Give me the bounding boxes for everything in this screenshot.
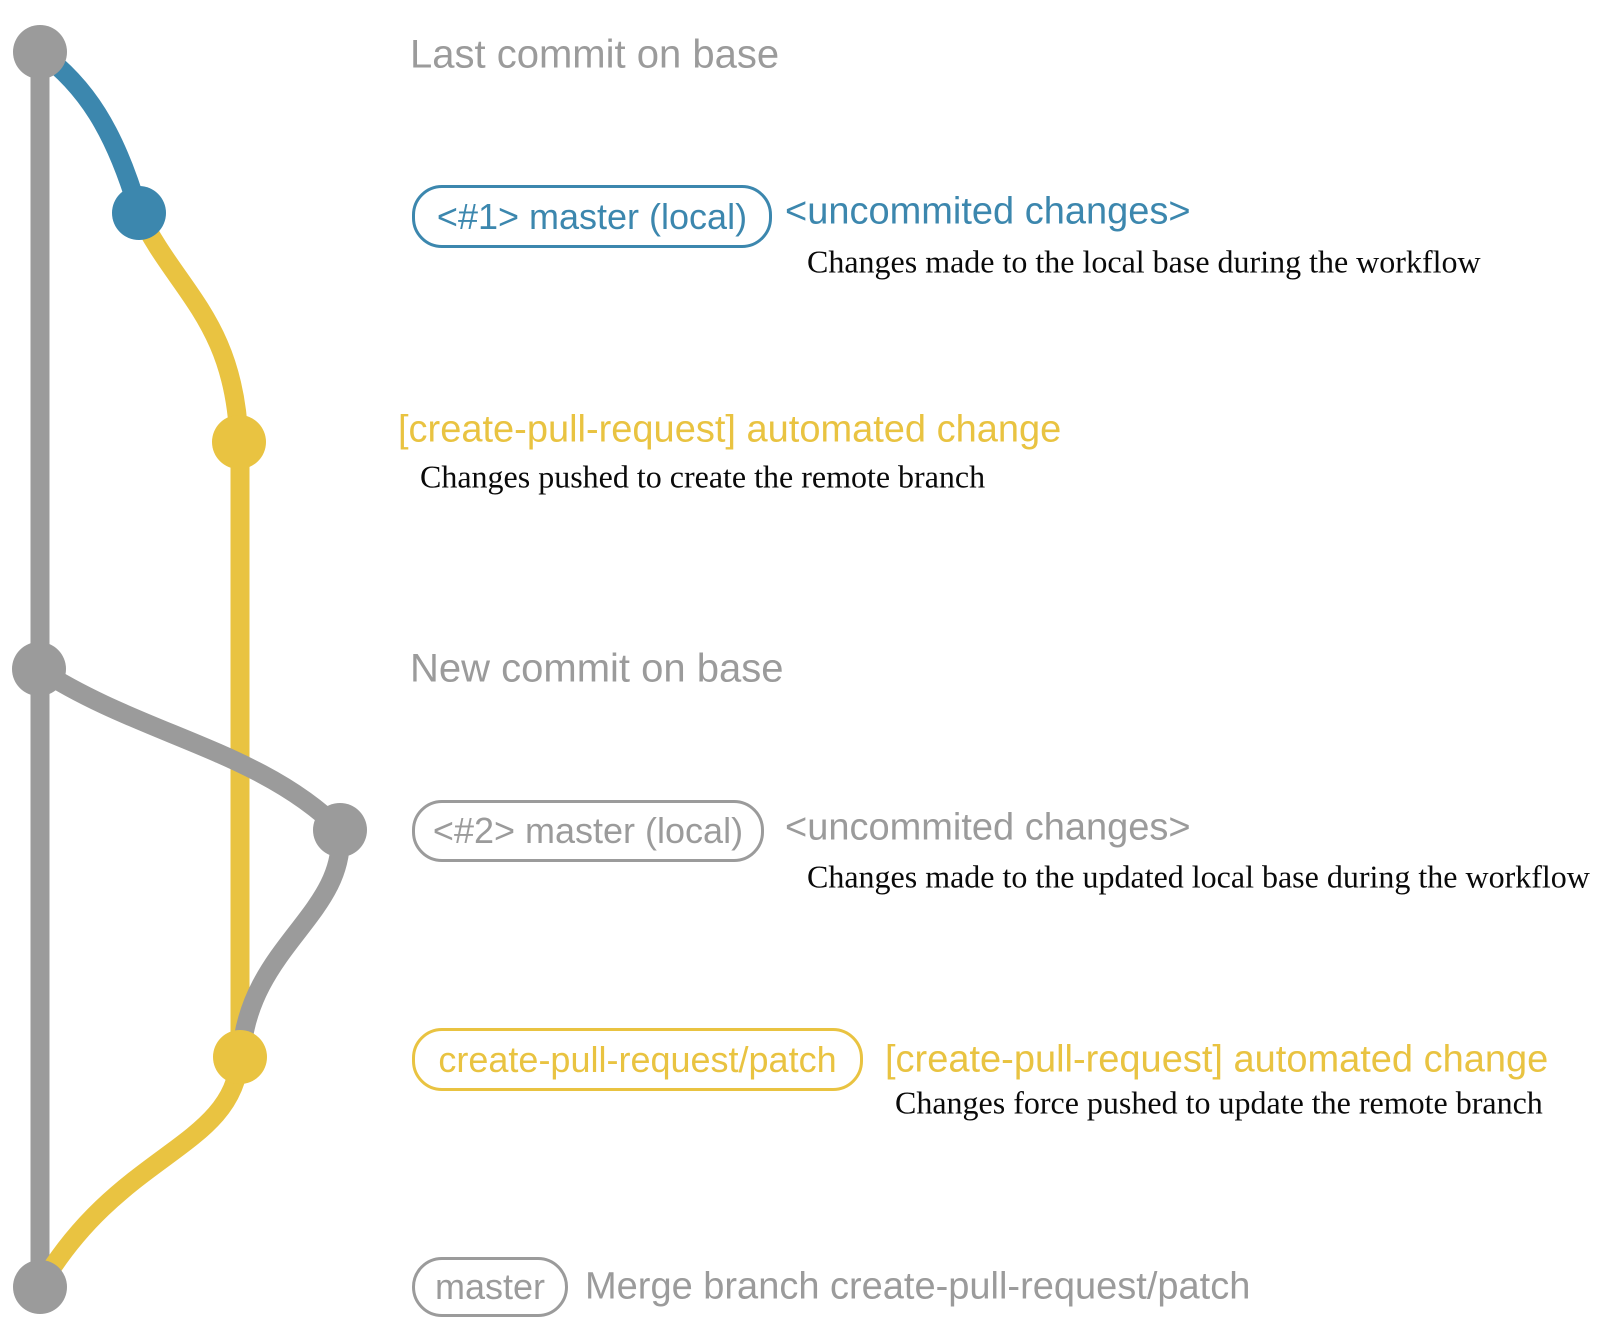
remote-branch-curve-from-local [129, 203, 249, 452]
badge-create-pull-request-patch: create-pull-request/patch [412, 1028, 863, 1091]
uncommitted-changes-2-caption: Changes made to the updated local base d… [807, 858, 1590, 895]
automated-change-2-caption: Changes force pushed to update the remot… [895, 1084, 1543, 1121]
local2-branch-curve-back [231, 820, 350, 1067]
commit-node-last-commit-on-base [13, 25, 67, 79]
badge-master-local-2-text: <#2> master (local) [432, 810, 744, 851]
local2-branch-curve-out [29, 659, 350, 840]
badge-master-local-1: <#1> master (local) [412, 185, 772, 248]
automated-change-1-label: [create-pull-request] automated change [398, 408, 1062, 451]
commit-node-uncommitted-1 [112, 186, 166, 240]
commit-node-automated-change-2 [213, 1030, 267, 1084]
badge-master-local-2: <#2> master (local) [412, 800, 764, 862]
badge-master-text: master [434, 1266, 546, 1307]
commit-node-new-commit-on-base [12, 642, 66, 696]
automated-change-1-caption: Changes pushed to create the remote bran… [420, 458, 986, 495]
merge-curve-to-base [30, 1047, 250, 1297]
new-commit-heading: New commit on base [410, 646, 784, 691]
merge-branch-label: Merge branch create-pull-request/patch [585, 1265, 1251, 1308]
commit-node-uncommitted-2 [313, 803, 367, 857]
uncommitted-changes-1-caption: Changes made to the local base during th… [807, 243, 1481, 280]
automated-change-2-label: [create-pull-request] automated change [885, 1038, 1549, 1081]
commit-node-automated-change-1 [212, 415, 266, 469]
badge-master: master [412, 1257, 568, 1317]
badge-master-local-1-text: <#1> master (local) [436, 195, 748, 237]
commit-node-merge [13, 1260, 67, 1314]
uncommitted-changes-1-label: <uncommited changes> [785, 190, 1191, 233]
local1-branch-curve [30, 42, 149, 223]
last-commit-heading: Last commit on base [410, 32, 780, 77]
badge-create-pull-request-patch-text: create-pull-request/patch [438, 1038, 837, 1080]
uncommitted-changes-2-label: <uncommited changes> [785, 806, 1191, 849]
